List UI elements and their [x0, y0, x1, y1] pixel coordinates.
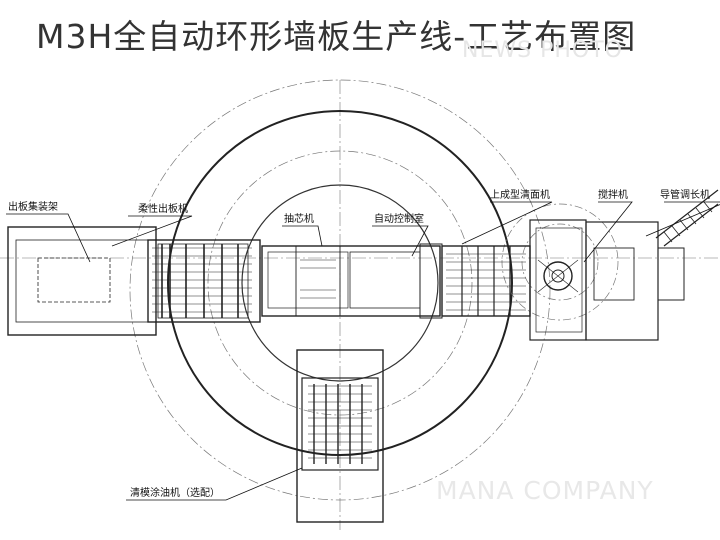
page-title: M3H全自动环形墙板生产线-工艺布置图 [36, 17, 637, 56]
watermark-top: NEWS PHOTO [462, 38, 623, 63]
label-forming-cleaner: 上成型清面机 [490, 188, 550, 201]
oiler-unit [296, 349, 384, 523]
label-control-room: 自动控制室 [374, 212, 424, 225]
forming-cleaner [441, 245, 531, 317]
centerlines [0, 80, 720, 530]
board-stacker-frame [7, 226, 157, 336]
label-board-stacker: 出板集装架 [8, 200, 58, 213]
label-flexible-unloader: 柔性出板机 [138, 202, 188, 215]
label-oiler: 清模涂油机（选配） [130, 486, 220, 499]
watermark-bottom: MANA COMPANY [436, 476, 654, 505]
flexible-unloader [147, 239, 261, 323]
label-mixer: 搅拌机 [598, 188, 628, 201]
label-pipe-adjuster: 导管调长机 [660, 188, 710, 201]
label-core-puller: 抽芯机 [284, 212, 314, 225]
pipe-adjuster-feeder [655, 189, 719, 247]
ring-circles [129, 79, 619, 501]
mixer-assembly [529, 219, 685, 341]
leader-lines [6, 201, 720, 501]
core-puller-block [261, 243, 443, 319]
